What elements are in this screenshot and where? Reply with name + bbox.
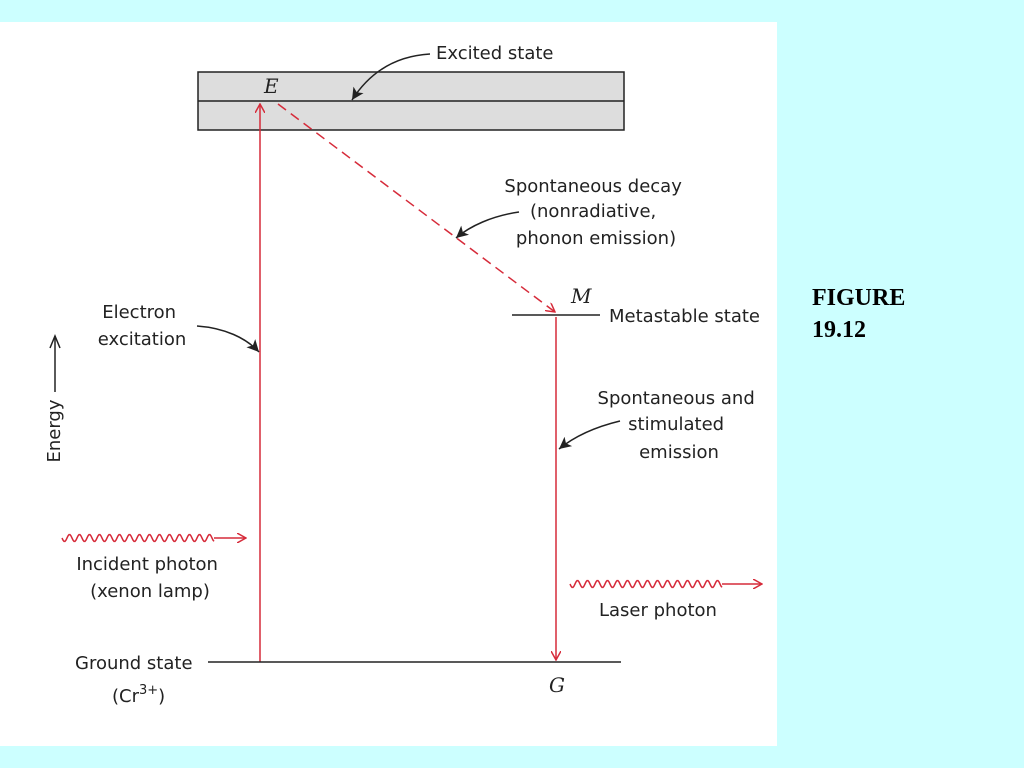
figure-caption: FIGURE 19.12 xyxy=(812,282,1012,346)
energy-axis-arrowhead xyxy=(49,334,61,349)
laser-photon-wave xyxy=(569,579,723,589)
incident-photon-label: Incident photon (xenon lamp) xyxy=(76,554,223,602)
spontaneous-decay-label: Spontaneous decay (nonradiative, phonon … xyxy=(504,176,687,249)
excited-state-label: Excited state xyxy=(436,43,553,64)
laser-energy-level-diagram: Excited state E M G Spontaneous decay (n… xyxy=(44,43,777,707)
level-g-label: G xyxy=(549,673,565,697)
spontaneous-decay-arrow xyxy=(277,103,555,312)
emission-pointer xyxy=(558,420,621,450)
emission-label: Spontaneous and stimulated emission xyxy=(598,388,761,463)
electron-excitation-pointer xyxy=(196,325,260,353)
excited-state-pointer xyxy=(351,53,431,101)
figure-caption-line1: FIGURE xyxy=(812,285,906,311)
ground-state-ion-label: (Cr3+) xyxy=(112,683,165,707)
laser-photon-label: Laser photon xyxy=(599,600,717,621)
level-m-label: M xyxy=(570,284,592,308)
level-e-label: E xyxy=(263,74,279,98)
figure-panel: Excited state E M G Spontaneous decay (n… xyxy=(0,22,777,746)
electron-excitation-label: Electron excitation xyxy=(98,302,187,350)
metastable-state-label: Metastable state xyxy=(609,306,760,327)
figure-caption-line2: 19.12 xyxy=(812,317,866,343)
energy-axis-label: Energy xyxy=(44,399,65,462)
spontaneous-decay-pointer xyxy=(455,211,520,239)
ground-state-label: Ground state xyxy=(75,653,193,674)
incident-photon-wave xyxy=(61,533,215,543)
